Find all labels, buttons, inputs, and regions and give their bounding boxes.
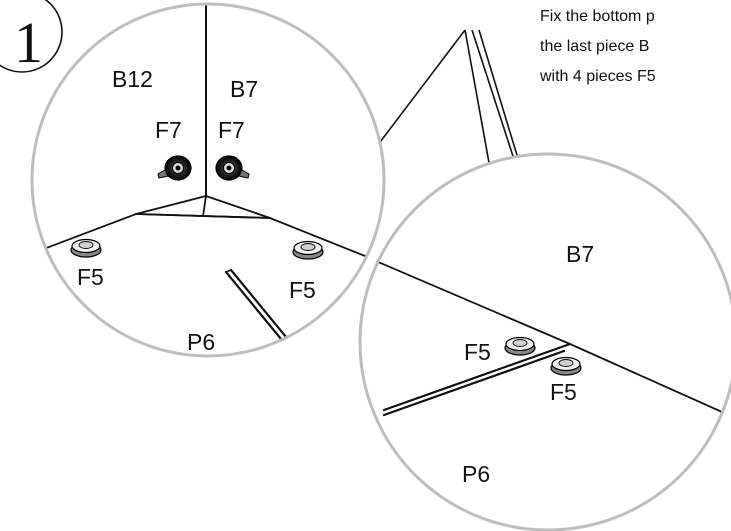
label-bottom-panel-p6: P6 xyxy=(187,329,215,355)
foot-upper-icon xyxy=(504,336,536,356)
label-bottom-panel-p6-right: P6 xyxy=(462,461,490,487)
label-panel-b7-right: B7 xyxy=(566,241,594,267)
instruction-line-2: the last piece B xyxy=(540,38,649,55)
cam-lock-right-icon xyxy=(215,155,250,181)
left-detail-view: B12 B7 F7 F7 F5 F5 P6 xyxy=(30,2,386,358)
right-detail-view: B7 F5 F5 P6 xyxy=(358,152,731,531)
label-panel-b7: B7 xyxy=(230,76,258,102)
cam-lock-left-icon xyxy=(157,155,192,181)
label-foot-f5-right: F5 xyxy=(289,277,316,303)
foot-left-icon xyxy=(70,238,102,258)
label-foot-f5-lower: F5 xyxy=(550,379,577,405)
label-cam-f7-right: F7 xyxy=(218,117,245,143)
foot-right-icon xyxy=(292,240,324,260)
label-foot-f5-upper: F5 xyxy=(464,339,491,365)
instruction-text: Fix the bottom p the last piece B with 4… xyxy=(539,8,656,85)
step-number-badge: 1 xyxy=(0,0,63,75)
label-foot-f5-left: F5 xyxy=(77,264,104,290)
foot-lower-icon xyxy=(550,356,582,376)
instruction-line-3: with 4 pieces F5 xyxy=(539,68,656,85)
instruction-line-1: Fix the bottom p xyxy=(540,8,655,25)
step-number: 1 xyxy=(14,10,43,75)
label-panel-b12: B12 xyxy=(112,66,153,92)
label-cam-f7-left: F7 xyxy=(155,117,182,143)
